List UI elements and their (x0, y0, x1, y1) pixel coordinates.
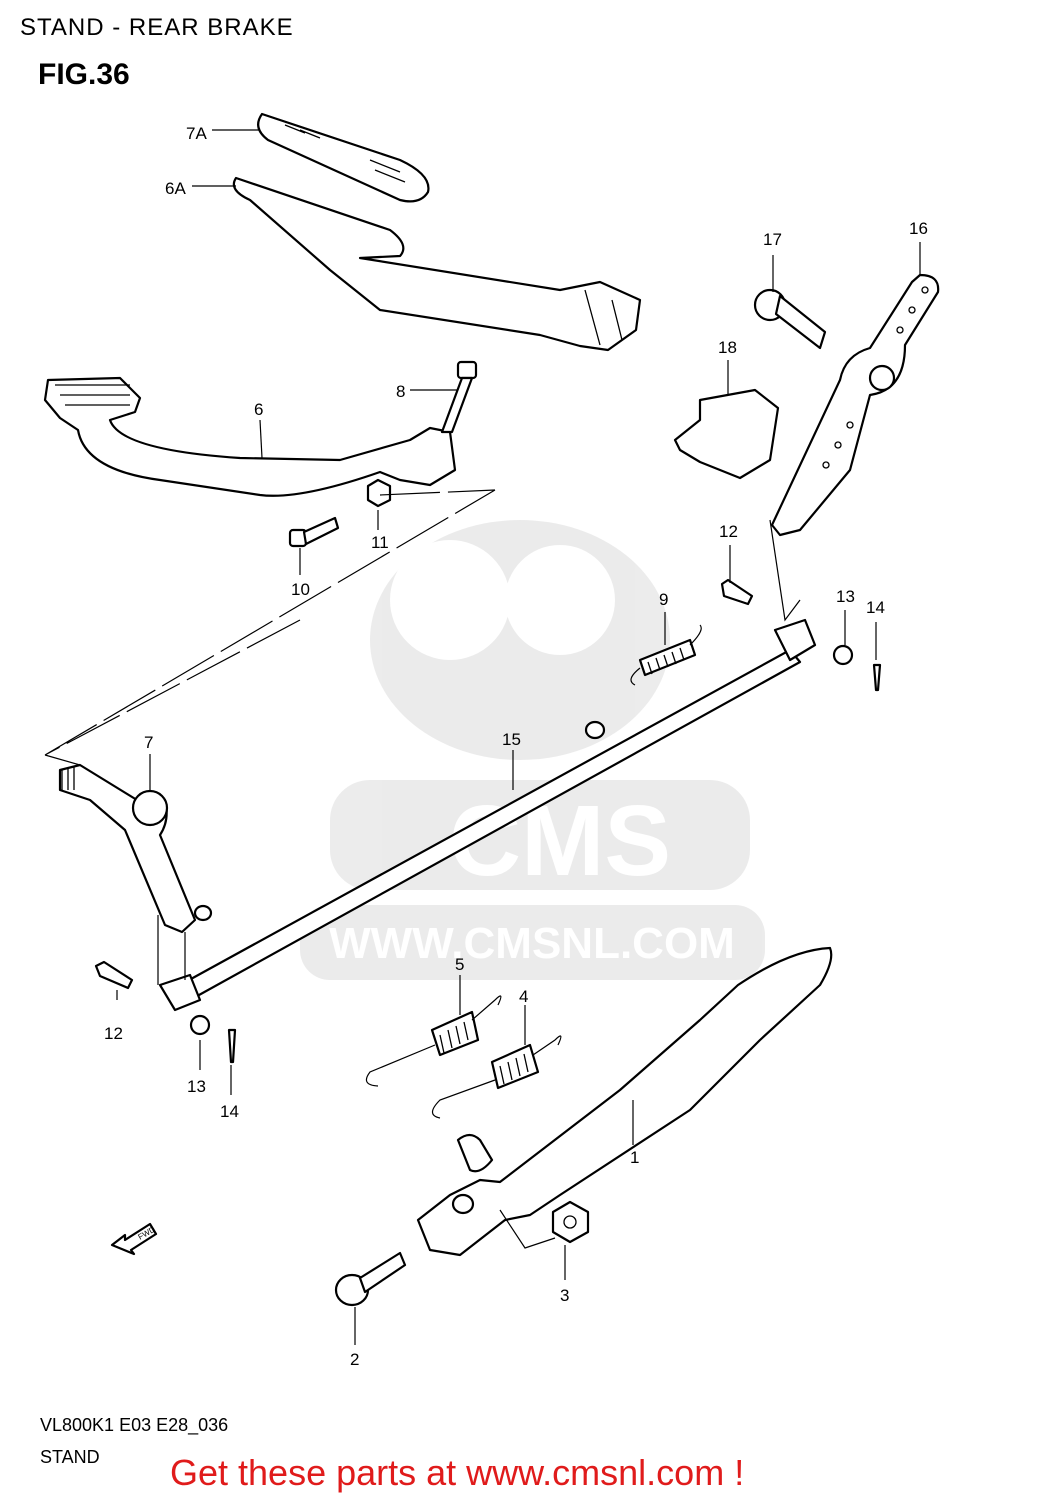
callout-1: 1 (630, 1148, 639, 1167)
part-10-bolt[interactable] (288, 516, 340, 548)
part-8-bolt[interactable] (440, 360, 478, 434)
callout-17: 17 (763, 230, 782, 249)
part-4-spring[interactable] (431, 1035, 562, 1119)
callout-7a: 7A (186, 124, 207, 143)
leader-lines (44, 129, 921, 1345)
part-3-nut[interactable] (551, 1200, 590, 1244)
callout-6: 6 (254, 400, 263, 419)
callout-14-upper: 14 (866, 598, 885, 617)
model-code: VL800K1 E03 E28_036 (40, 1415, 229, 1435)
callout-4: 4 (519, 987, 528, 1006)
part-18-cover[interactable] (673, 388, 780, 480)
part-15-brake-rod[interactable] (158, 618, 817, 1012)
watermark-logo-text: CMS (449, 785, 671, 897)
callout-labels: 7A 6A 17 16 18 8 6 11 10 12 9 13 14 7 15… (104, 124, 928, 1369)
part-12-pin-lower[interactable] (94, 960, 134, 990)
callout-11: 11 (371, 533, 389, 552)
part-7a-pedal-rubber[interactable] (257, 112, 430, 203)
callout-12-lower: 12 (104, 1024, 123, 1043)
figure-number: FIG.36 (38, 58, 130, 91)
callout-13-upper: 13 (836, 587, 855, 606)
part-9-spring[interactable] (630, 624, 702, 686)
callout-2: 2 (350, 1350, 359, 1369)
part-7-brake-shaft-arm[interactable] (58, 763, 213, 934)
part-14-cotter-pin-upper[interactable] (872, 663, 882, 692)
callout-15: 15 (502, 730, 521, 749)
callout-16: 16 (909, 219, 928, 238)
callout-5: 5 (455, 955, 464, 974)
part-13-washer-lower[interactable] (189, 1014, 211, 1036)
cmsnl-watermark: CMS WWW.CMSNL.COM (300, 520, 765, 980)
callout-10: 10 (291, 580, 310, 599)
callout-9: 9 (659, 590, 668, 609)
part-11-nut[interactable] (366, 478, 392, 508)
callout-8: 8 (396, 382, 405, 401)
part-1-side-stand[interactable] (416, 946, 833, 1257)
page-title: STAND - REAR BRAKE (20, 14, 294, 41)
promo-link[interactable]: Get these parts at www.cmsnl.com ! (170, 1452, 745, 1493)
callout-3: 3 (560, 1286, 569, 1305)
watermark-url-text: WWW.CMSNL.COM (329, 919, 735, 968)
part-6a-brake-pedal[interactable] (232, 176, 642, 352)
part-16-lever-arm[interactable] (770, 273, 940, 537)
part-6-brake-pedal[interactable] (43, 376, 457, 497)
callout-6a: 6A (165, 179, 186, 198)
part-13-washer-upper[interactable] (832, 644, 854, 666)
group-name: STAND (40, 1447, 100, 1467)
callout-13-lower: 13 (187, 1077, 206, 1096)
part-12-pin-upper[interactable] (720, 578, 754, 606)
callout-12-upper: 12 (719, 522, 738, 541)
part-14-cotter-pin-lower[interactable] (227, 1028, 237, 1064)
part-17-pivot-bolt[interactable] (753, 288, 827, 350)
callout-7: 7 (144, 733, 153, 752)
fwd-arrow-icon: FWD (110, 1222, 158, 1256)
callout-14-lower: 14 (220, 1102, 239, 1121)
part-2-pivot-bolt[interactable] (334, 1251, 407, 1307)
callout-18: 18 (718, 338, 737, 357)
part-5-spring[interactable] (365, 995, 502, 1087)
